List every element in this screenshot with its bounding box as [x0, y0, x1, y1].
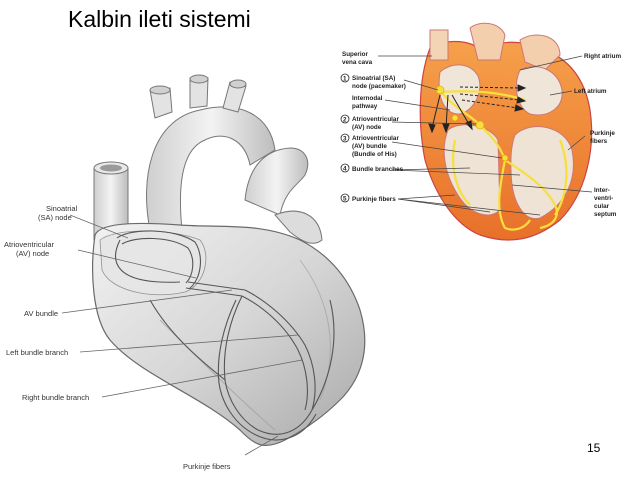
left-leader-lines	[61, 214, 303, 456]
label-purkinje-fibers-r: Purkinje fibers	[352, 196, 396, 203]
label-superior-vena-cava-line1: Superior	[342, 51, 368, 58]
label-av-bundle-r-line3: (Bundle of His)	[352, 151, 397, 158]
page-number: 15	[587, 441, 601, 455]
label-internodal-line1: Internodal	[352, 95, 383, 102]
left-heart-illustration	[92, 74, 366, 447]
label-av-node-r-line2: (AV) node	[352, 124, 382, 131]
right-heart-illustration	[419, 22, 593, 241]
step-number-3: 3	[343, 136, 347, 143]
label-purkinje-right-line2: fibers	[590, 138, 608, 145]
label-sa-node-line1: Sinoatrial	[46, 204, 78, 213]
label-septum-line4: septum	[594, 211, 617, 218]
label-av-bundle-r-line2: (AV) bundle	[352, 143, 387, 150]
label-septum-line1: Inter-	[594, 187, 610, 194]
label-av-node-r-line1: Atrioventricular	[352, 116, 399, 123]
label-septum-line3: cular	[594, 203, 610, 210]
label-av-node-line2: (AV) node	[16, 249, 49, 258]
label-right-bundle-branch: Right bundle branch	[22, 393, 89, 402]
label-right-atrium: Right atrium	[584, 53, 621, 60]
step-number-2: 2	[343, 117, 347, 124]
label-septum-line2: ventri-	[594, 195, 613, 202]
label-av-bundle: AV bundle	[24, 309, 58, 318]
label-bundle-branches: Bundle branches	[352, 166, 404, 173]
label-internodal-line2: pathway	[352, 103, 378, 110]
label-purkinje-fibers: Purkinje fibers	[183, 462, 231, 471]
label-sa-pacemaker-line1: Sinoatrial (SA)	[352, 75, 395, 82]
step-number-1: 1	[343, 76, 347, 83]
label-left-bundle-branch: Left bundle branch	[6, 348, 68, 357]
label-superior-vena-cava-line2: vena cava	[342, 59, 373, 66]
label-purkinje-right-line1: Purkinje	[590, 130, 615, 137]
label-sa-node-line2: (SA) node	[38, 213, 72, 222]
label-av-bundle-r-line1: Atrioventricular	[352, 135, 399, 142]
step-number-4: 4	[343, 166, 347, 173]
label-left-atrium: Left atrium	[574, 88, 607, 95]
label-av-node-line1: Atrioventricular	[4, 240, 55, 249]
slide-title: Kalbin ileti sistemi	[68, 6, 251, 32]
step-number-5: 5	[343, 196, 347, 203]
right-leader-lines	[378, 55, 593, 216]
label-sa-pacemaker-line2: node (pacemaker)	[352, 83, 406, 90]
step-markers	[340, 73, 350, 203]
